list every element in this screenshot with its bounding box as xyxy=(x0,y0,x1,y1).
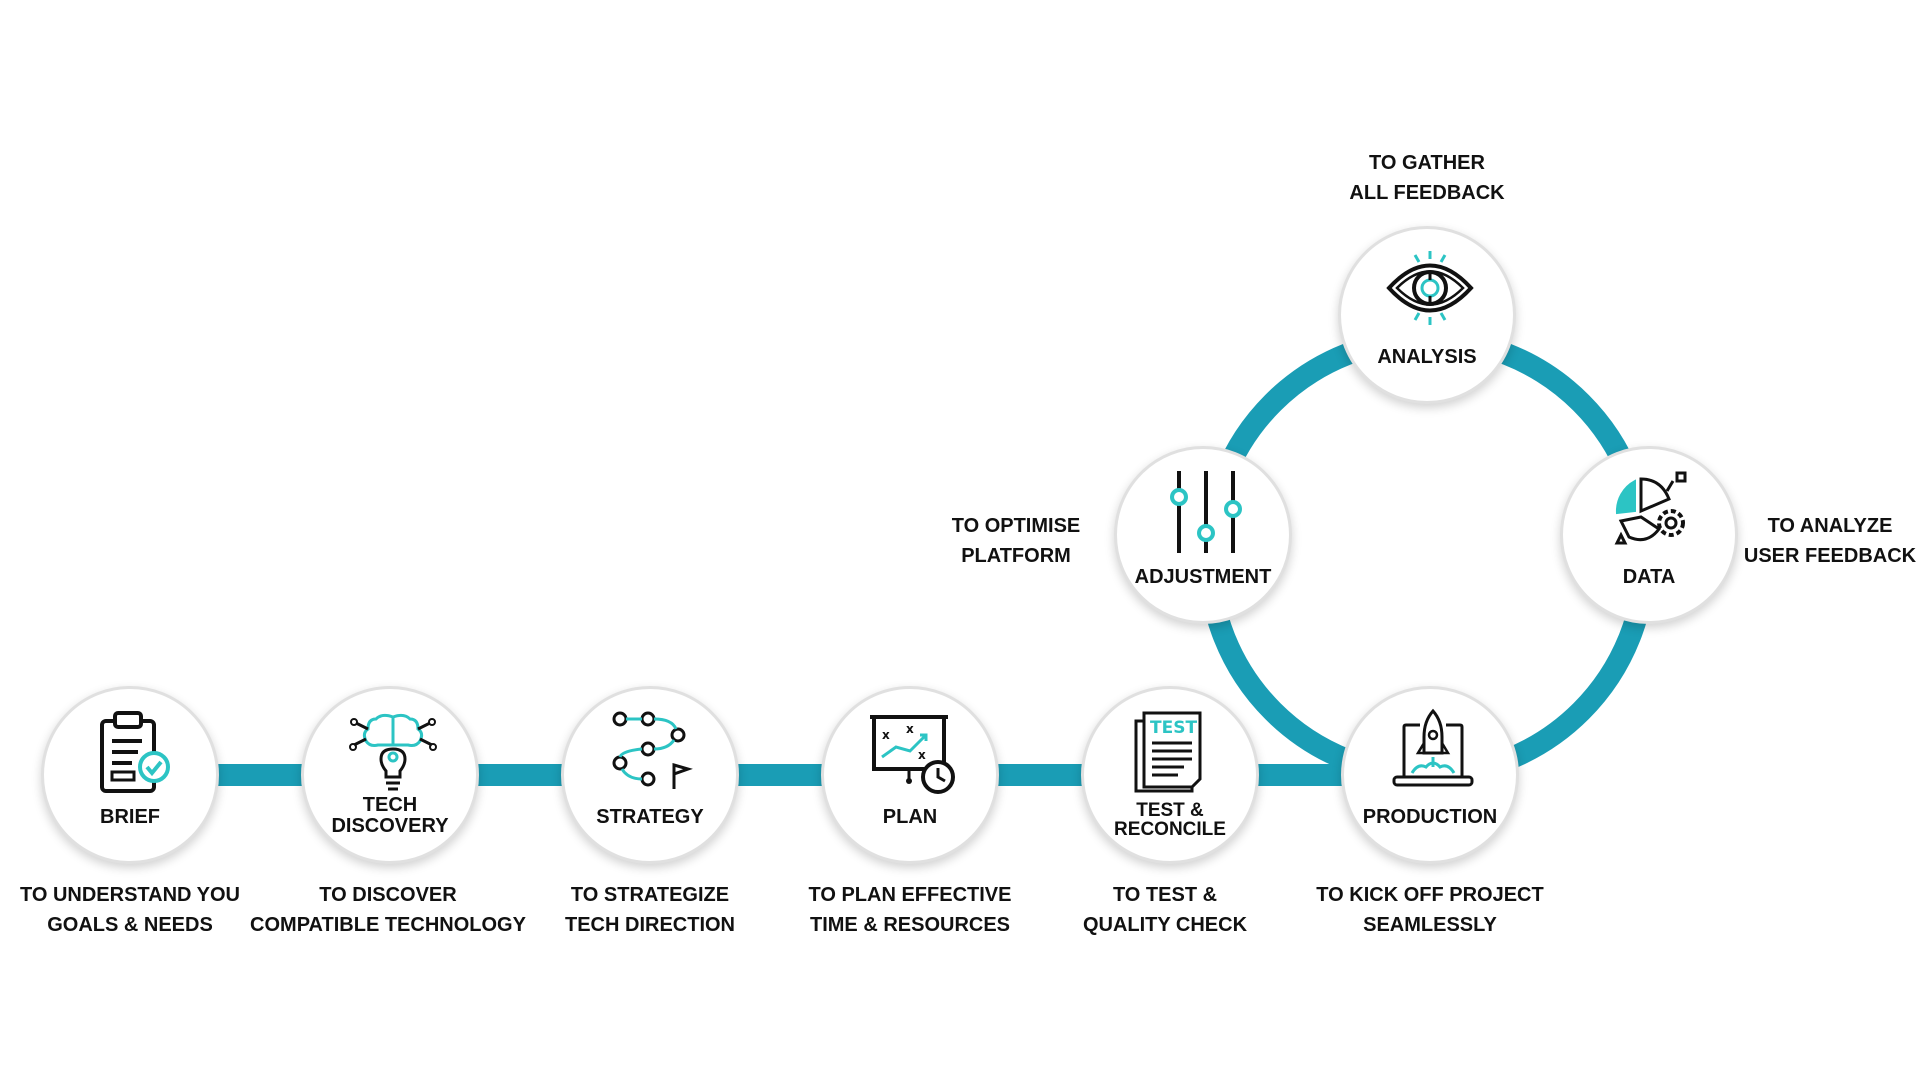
step-label: DATA xyxy=(1563,567,1735,588)
desc-line: TIME & RESOURCES xyxy=(809,914,1011,936)
step-adjustment: ADJUSTMENT xyxy=(1114,446,1292,624)
step-brief: BRIEF xyxy=(41,686,219,864)
step-plan: x x x PLAN xyxy=(821,686,999,864)
step-label-line: DATA xyxy=(1622,566,1676,588)
step-label-line: RECONCILE xyxy=(1114,819,1226,840)
desc-line: TO ANALYZE xyxy=(1767,515,1893,537)
step-label: ANALYSIS xyxy=(1341,347,1513,368)
step-label-line: ADJUSTMENT xyxy=(1134,566,1272,588)
step-strategy: STRATEGY xyxy=(561,686,739,864)
step-label: PLAN xyxy=(824,807,996,828)
desc-line: SEAMLESSLY xyxy=(1363,914,1497,936)
desc-data: TO ANALYZE USER FEEDBACK xyxy=(1740,511,1920,571)
step-label: ADJUSTMENT xyxy=(1117,567,1289,588)
step-label: STRATEGY xyxy=(564,807,736,828)
eye-target-icon xyxy=(1386,251,1474,325)
step-label: TECH DISCOVERY xyxy=(304,795,476,837)
svg-text:TEST: TEST xyxy=(1150,718,1197,738)
laptop-rocket-icon xyxy=(1392,708,1474,787)
desc-adjustment: TO OPTIMISE PLATFORM xyxy=(926,511,1106,571)
desc-line: TO GATHER xyxy=(1369,152,1485,174)
desc-production: TO KICK OFF PROJECT SEAMLESSLY xyxy=(1290,880,1570,940)
desc-line: TO STRATEGIZE xyxy=(570,884,730,906)
step-label-line: ANALYSIS xyxy=(1377,346,1477,368)
svg-text:x: x xyxy=(918,748,926,762)
desc-line: QUALITY CHECK xyxy=(1082,914,1248,936)
desc-line: TO PLAN EFFECTIVE xyxy=(808,884,1012,906)
desc-brief: TO UNDERSTAND YOU GOALS & NEEDS xyxy=(10,880,250,940)
step-label-line: BRIEF xyxy=(100,806,160,828)
step-test-reconcile: TEST TEST & RECONCILE xyxy=(1081,686,1259,864)
desc-line: TO TEST & xyxy=(1112,884,1218,906)
step-label: TEST & RECONCILE xyxy=(1084,801,1256,839)
path-flag-icon xyxy=(612,711,693,789)
pie-chart-gear-icon xyxy=(1614,471,1687,545)
svg-text:x: x xyxy=(882,728,890,742)
step-label-line: PRODUCTION xyxy=(1362,806,1498,828)
desc-tech-discovery: TO DISCOVER COMPATIBLE TECHNOLOGY xyxy=(238,880,538,940)
desc-analysis: TO GATHER ALL FEEDBACK xyxy=(1310,148,1544,208)
desc-line: USER FEEDBACK xyxy=(1743,545,1917,567)
step-label-line: PLAN xyxy=(882,806,938,828)
desc-line: TECH DIRECTION xyxy=(565,914,735,936)
step-label-line: DISCOVERY xyxy=(331,815,449,837)
desc-test-reconcile: TO TEST & QUALITY CHECK xyxy=(1055,880,1275,940)
board-clock-icon: x x x xyxy=(870,715,955,794)
step-label: BRIEF xyxy=(44,807,216,828)
desc-line: PLATFORM xyxy=(961,545,1071,567)
desc-plan: TO PLAN EFFECTIVE TIME & RESOURCES xyxy=(780,880,1040,940)
desc-line: GOALS & NEEDS xyxy=(47,914,213,936)
desc-line: TO DISCOVER xyxy=(319,884,457,906)
sliders-icon xyxy=(1170,471,1242,553)
desc-line: ALL FEEDBACK xyxy=(1349,182,1505,204)
desc-line: TO OPTIMISE xyxy=(951,515,1081,537)
step-data: DATA xyxy=(1560,446,1738,624)
step-label-line: STRATEGY xyxy=(596,806,704,828)
step-label-line: TECH xyxy=(362,794,418,816)
desc-strategy: TO STRATEGIZE TECH DIRECTION xyxy=(530,880,770,940)
step-label: PRODUCTION xyxy=(1344,807,1516,828)
step-analysis: ANALYSIS xyxy=(1338,226,1516,404)
desc-line: TO UNDERSTAND YOU xyxy=(19,884,241,906)
step-production: PRODUCTION xyxy=(1341,686,1519,864)
brain-bulb-icon xyxy=(349,713,437,791)
svg-text:x: x xyxy=(906,722,914,736)
test-document-icon: TEST xyxy=(1134,711,1202,793)
step-label-line: TEST & xyxy=(1136,800,1204,821)
step-tech-discovery: TECH DISCOVERY xyxy=(301,686,479,864)
clipboard-check-icon xyxy=(100,711,170,793)
desc-line: COMPATIBLE TECHNOLOGY xyxy=(250,914,526,936)
desc-line: TO KICK OFF PROJECT xyxy=(1316,884,1544,906)
